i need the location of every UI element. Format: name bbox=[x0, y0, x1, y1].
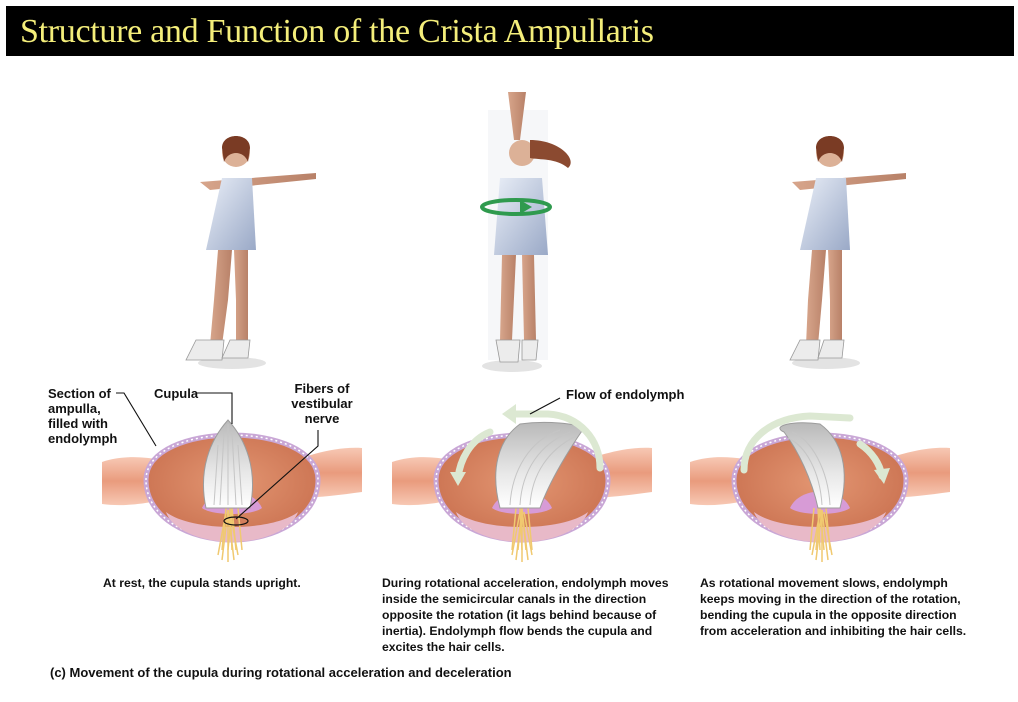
caption-acceleration: During rotational acceleration, endolymp… bbox=[382, 576, 669, 654]
page-title: Structure and Function of the Crista Amp… bbox=[20, 13, 654, 50]
ampulla-at-rest bbox=[102, 419, 362, 562]
caption-deceleration: As rotational movement slows, endolymph … bbox=[700, 576, 967, 638]
label-flow-of-endolymph: Flow of endolymph bbox=[566, 387, 685, 402]
caption-at-rest: At rest, the cupula stands upright. bbox=[103, 576, 301, 590]
label-cupula: Cupula bbox=[154, 386, 199, 401]
ampulla-deceleration bbox=[690, 412, 950, 562]
label-vestibular-nerve-fibers: Fibers of vestibular nerve bbox=[291, 381, 353, 426]
skater-at-rest bbox=[185, 136, 316, 369]
label-section-of-ampulla: Section of ampulla, filled with endolymp… bbox=[48, 386, 118, 446]
ampulla-acceleration bbox=[392, 397, 652, 562]
figure-caption: (c) Movement of the cupula during rotati… bbox=[50, 665, 512, 680]
leader-lines bbox=[116, 392, 319, 520]
skater-spinning bbox=[480, 92, 571, 372]
skater-slowing bbox=[789, 136, 906, 369]
title-bar: Structure and Function of the Crista Amp… bbox=[6, 6, 1014, 56]
